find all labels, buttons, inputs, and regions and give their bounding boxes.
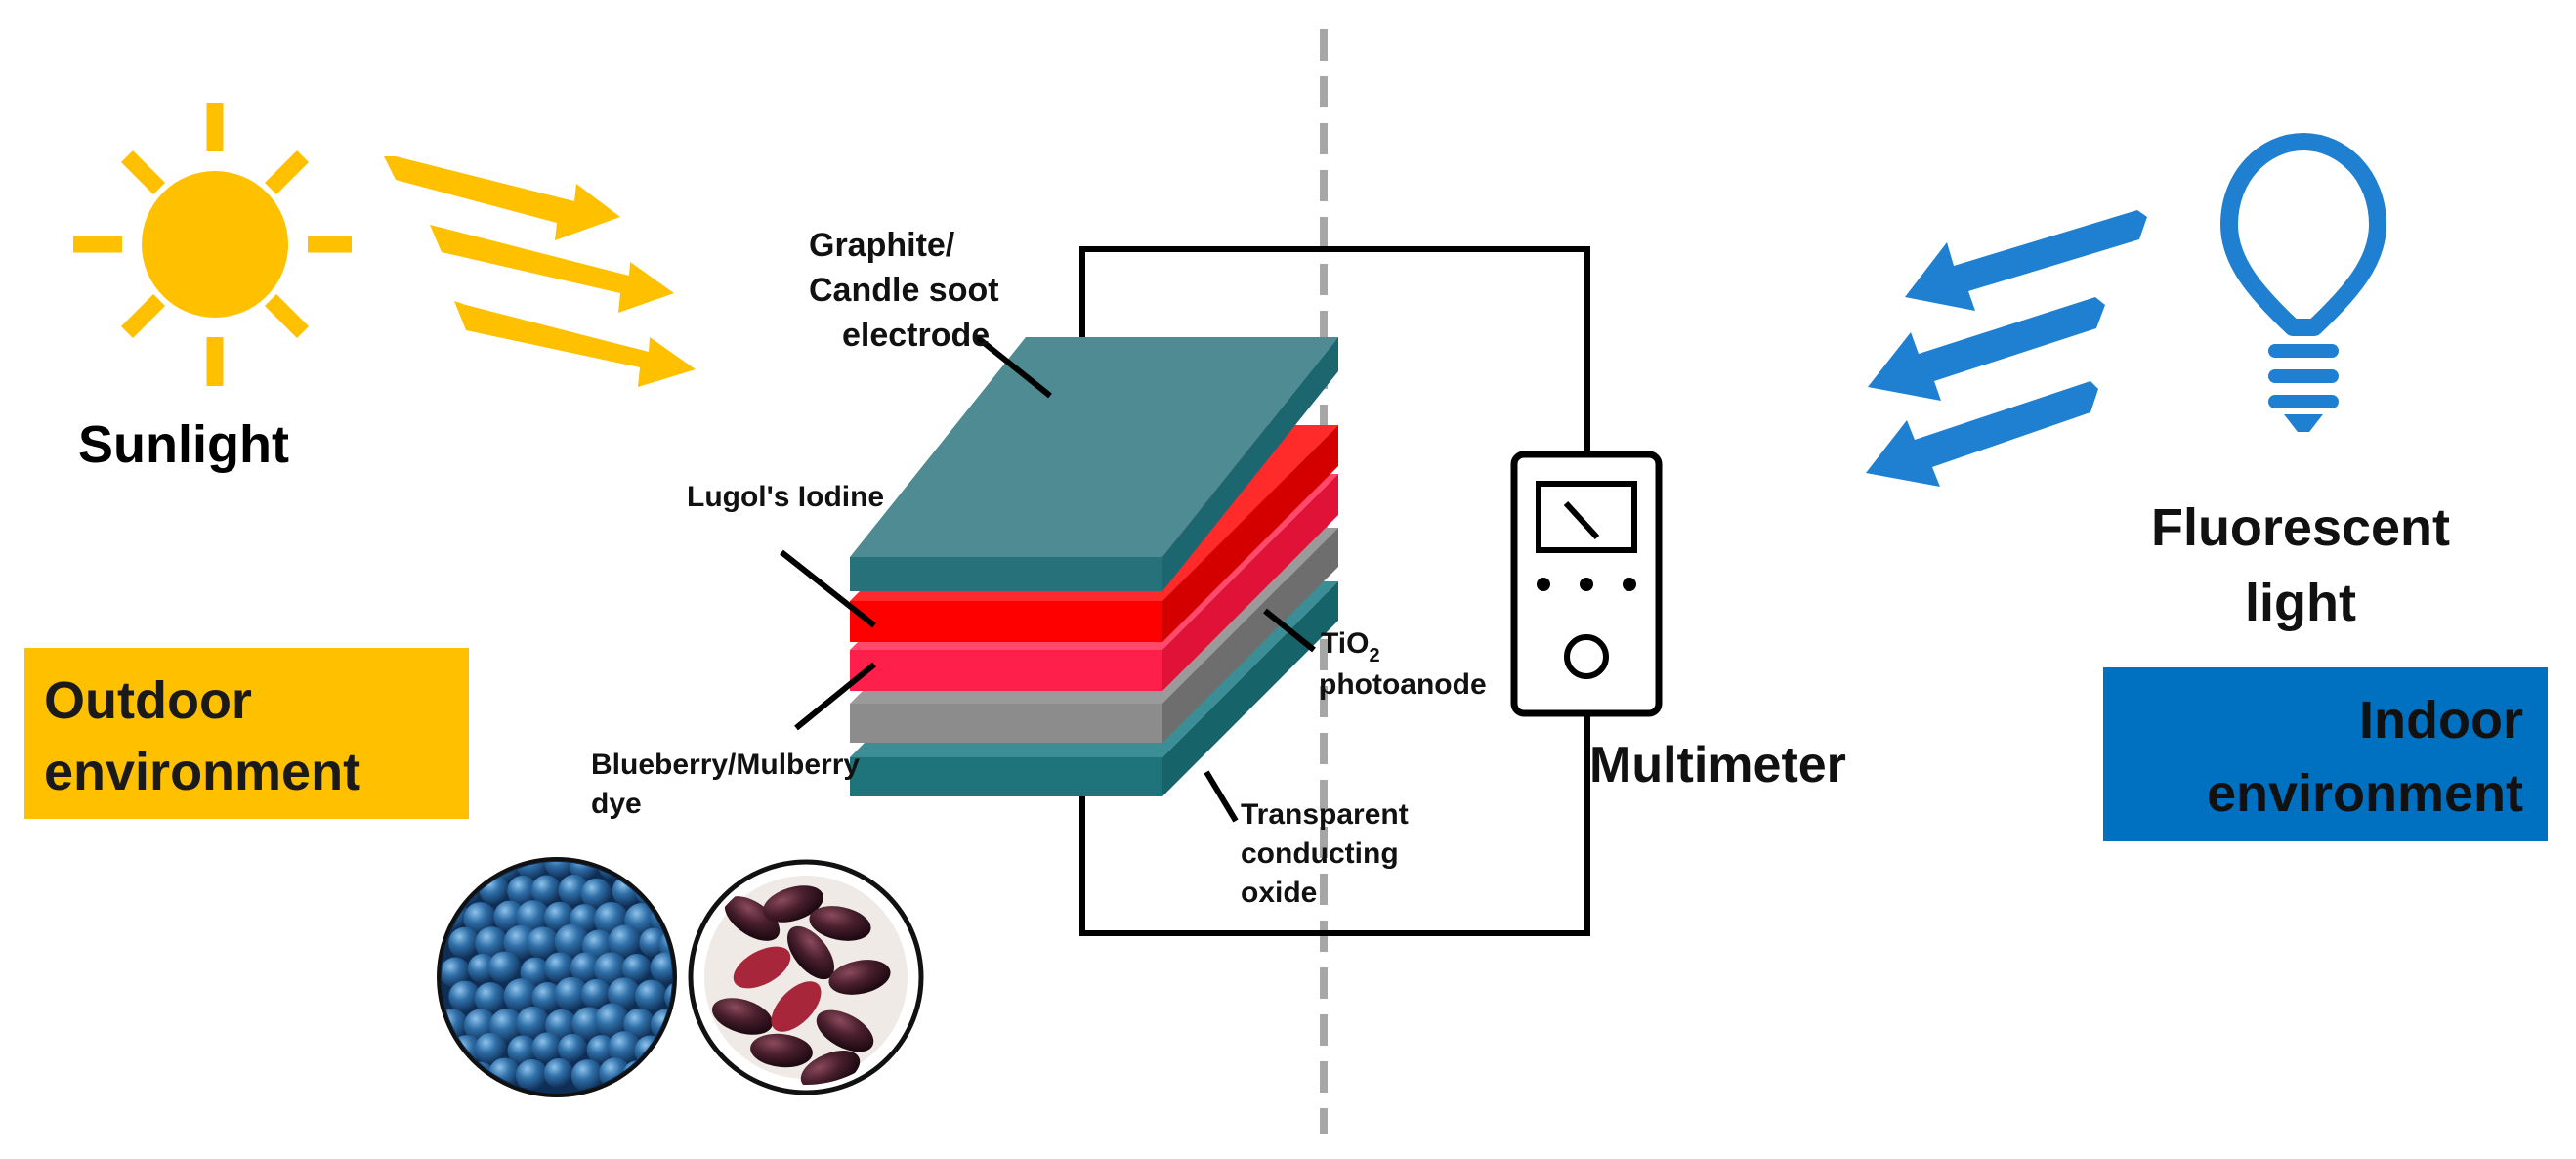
circuit-wire-bottom [1079,713,1590,936]
blueberry [580,878,612,910]
blueberry [663,874,672,905]
leader-lines [780,334,1316,823]
mulberry [763,885,823,923]
tio2-label: TiO2 [1321,627,1380,666]
blueberry [474,1032,507,1065]
mulberry [771,981,822,1032]
blueberry [544,862,577,879]
outdoor-environment-box [24,648,469,819]
blueberry [608,1031,642,1065]
mulberry-photo [688,859,924,1095]
mulberry [733,946,791,989]
blueberry [503,978,539,1013]
lugol-label: Lugol's Iodine [687,481,884,513]
mulberry [816,1009,874,1052]
blueberry [507,1035,538,1066]
mulberry [750,1033,813,1068]
blueberry [580,978,612,1009]
sun-arrow [430,225,674,313]
mulberry [724,896,781,941]
graphite-label-line3: electrode [842,317,990,354]
tco-label-line1: Transparent [1241,798,1409,831]
tco-label-line3: oxide [1241,877,1317,909]
outdoor-label-line1: Outdoor [44,671,252,730]
blueberry [623,1008,655,1041]
fluorescent-arrows [1866,210,2147,487]
tio2-label-line2: photoanode [1319,668,1487,701]
light-arrow [1866,381,2098,487]
graphite-electrode-layer [850,337,1338,591]
mulberry [828,960,891,995]
graphite-label-line2: Candle soot [809,272,999,309]
indoor-label-line2: environment [2207,764,2523,823]
blueberry [635,979,668,1012]
blueberry [635,874,669,908]
blueberry [594,1003,630,1039]
blueberry [487,951,522,984]
blueberry [569,862,600,881]
fluorescent-label-line2: light [2245,574,2356,632]
blueberry [608,977,641,1010]
blueberry [475,926,509,961]
graphite-label-line1: Graphite/ [809,227,955,264]
dye-label-line2: dye [591,788,642,820]
blueberry [570,1059,605,1093]
light-arrow [1905,210,2147,311]
blueberry [650,952,672,984]
mulberry [712,998,773,1035]
sun-icon [73,103,352,386]
indoor-environment-box [2103,667,2548,841]
sun-arrow [384,156,620,240]
dye-label-line1: Blueberry/Mulberry [591,749,860,781]
tio2-label-main: TiO [1321,627,1369,660]
blueberry [646,1059,672,1093]
blueberry [608,924,643,960]
outdoor-label-line2: environment [44,743,360,801]
mulberry [786,925,835,980]
blueberry [442,1058,473,1091]
tio2-label-subscript: 2 [1369,645,1379,666]
blueberry [544,952,575,984]
mulberry [809,906,871,941]
blueberry [516,1006,550,1041]
blueberry [493,900,527,933]
blueberry [530,875,562,906]
blueberry [527,926,560,960]
blueberry [558,1033,588,1063]
light-arrow [1868,297,2105,401]
sun-arrow [454,301,696,387]
blueberry [462,862,495,881]
sunlight-label: Sunlight [78,415,289,474]
blueberry-photo [437,857,677,1097]
blueberry [507,875,538,907]
sunlight-arrows [384,156,696,387]
tco-label-line2: conducting [1241,837,1399,870]
blueberry [448,980,481,1013]
multimeter-label: Multimeter [1589,737,1846,794]
lightbulb-icon [2220,133,2386,432]
blueberry [442,957,471,988]
blueberry [442,862,470,880]
solar-cell-stack [850,337,1338,796]
blueberry [645,862,672,882]
multimeter-icon [1510,451,1663,717]
blueberry [621,953,652,983]
blueberry [463,902,497,936]
blueberry [554,923,590,960]
blueberry [554,976,589,1012]
blueberry [474,982,507,1014]
blueberry [531,1032,563,1063]
blueberry [448,926,481,960]
indoor-label-line1: Indoor [2359,691,2523,750]
fluorescent-label-line1: Fluorescent [2151,498,2450,557]
blueberry [489,1009,525,1044]
blueberry [515,1058,549,1092]
blueberry [664,1034,672,1066]
blueberry [543,1057,574,1089]
blueberry [570,952,602,984]
blueberry [594,952,628,987]
